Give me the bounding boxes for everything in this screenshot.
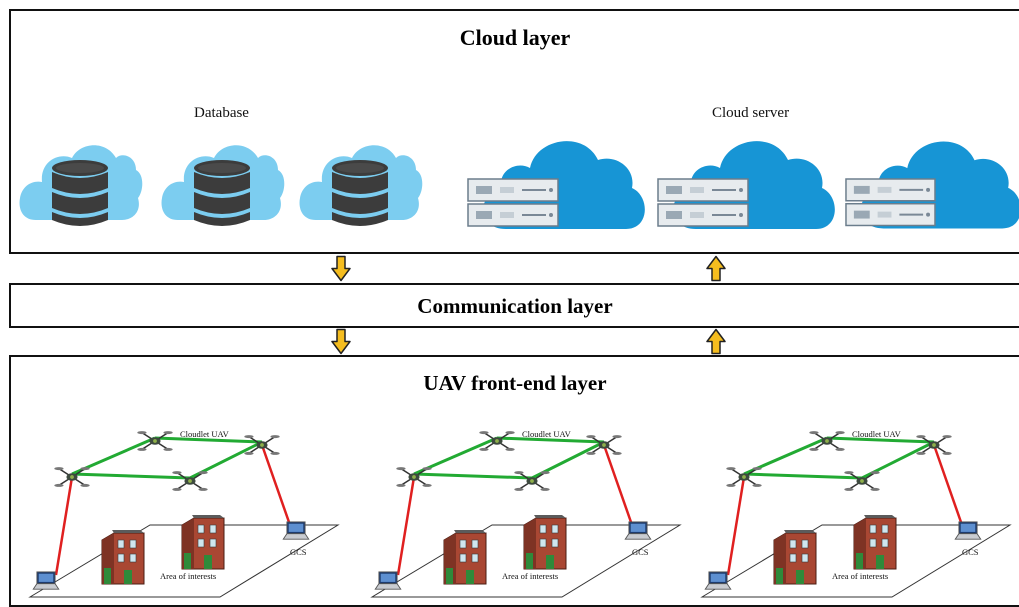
drone-icon (478, 430, 516, 452)
cloudlet-uav-label: Cloudlet UAV (852, 429, 902, 439)
cloud-layer-title: Cloud layer (459, 25, 571, 50)
cloud-server-icon (466, 124, 646, 234)
area-of-interests-label: Area of interests (832, 571, 888, 581)
database-cloud-icon (160, 128, 285, 228)
gcs-laptop-icon (624, 521, 652, 540)
database-cloud-icon (298, 128, 423, 228)
ground-links (396, 444, 634, 576)
drone-icon (513, 470, 551, 492)
uav-cluster: Cloudlet UAV GCS Area of interests (370, 429, 682, 598)
building-icon (773, 530, 817, 585)
area-of-interests-label: Area of interests (502, 571, 558, 581)
gcs-laptop-icon (32, 571, 60, 590)
uplink-arrow-icon (706, 328, 726, 355)
uav-cluster: Cloudlet UAV GCS Area of interests (28, 429, 340, 598)
building-icon (181, 515, 225, 570)
uav-front-end-layer: UAV front-end layer (9, 355, 1019, 607)
cloud-server-label: Cloud server (712, 105, 790, 121)
mesh-links (743, 436, 935, 480)
drone-icon (915, 434, 953, 456)
cloudlet-uav-label: Cloudlet UAV (180, 429, 230, 439)
mesh-links (71, 436, 263, 480)
ground-links (54, 444, 292, 576)
gcs-laptop-icon (954, 521, 982, 540)
downlink-arrow-icon (331, 328, 351, 355)
building-icon (101, 530, 145, 585)
downlink-arrow-icon (331, 255, 351, 282)
gcs-laptop-icon (704, 571, 732, 590)
drone-icon (843, 470, 881, 492)
building-icon (853, 515, 897, 570)
communication-layer: Communication layer (9, 283, 1019, 328)
cloud-server-icon (844, 124, 1019, 234)
database-label: Database (194, 105, 249, 121)
cloudlet-uav-label: Cloudlet UAV (522, 429, 572, 439)
gcs-label: GCS (290, 547, 307, 557)
communication-layer-title: Communication layer (417, 294, 613, 318)
gcs-label: GCS (962, 547, 979, 557)
gcs-label: GCS (632, 547, 649, 557)
area-of-interests-label: Area of interests (160, 571, 216, 581)
building-icon (443, 530, 487, 585)
cloud-server-icon (656, 124, 836, 234)
drone-icon (136, 430, 174, 452)
gcs-laptop-icon (282, 521, 310, 540)
uplink-arrow-icon (706, 255, 726, 282)
drone-icon (808, 430, 846, 452)
drone-icon (171, 470, 209, 492)
building-icon (523, 515, 567, 570)
uav-layer-title: UAV front-end layer (423, 371, 607, 395)
gcs-laptop-icon (374, 571, 402, 590)
mesh-links (413, 436, 605, 480)
drone-icon (585, 434, 623, 456)
database-cloud-icon (18, 128, 143, 228)
uav-cluster: Cloudlet UAV GCS Area of interests (700, 429, 1012, 598)
ground-links (726, 444, 964, 576)
drone-icon (243, 434, 281, 456)
